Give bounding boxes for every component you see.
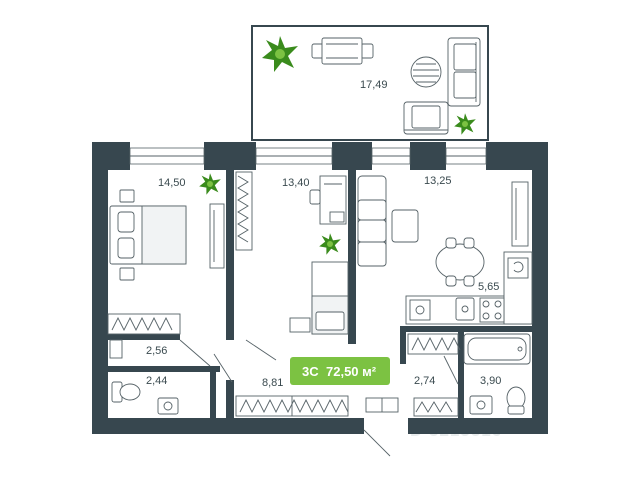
bath-toilet-icon: [506, 386, 526, 415]
toilet-icon: [111, 381, 141, 403]
area-label-bathroom: 3,90: [480, 375, 501, 387]
closet: 2,74: [407, 333, 461, 417]
sofa-icon: [357, 175, 419, 267]
apartment-badge: 3С 72,50 м²: [290, 357, 390, 385]
area-label-balcony: 17,49: [360, 79, 388, 91]
living-room: 13,25: [357, 175, 529, 287]
balcony-table-icon: [311, 37, 374, 65]
plant-icon: [262, 36, 298, 72]
fridge-icon: [507, 257, 529, 279]
bathroom: 3,90: [463, 333, 531, 415]
bedroom: 14,50: [109, 173, 225, 281]
round-table-icon: [410, 56, 442, 88]
balcony: 17,49: [251, 25, 489, 141]
area-label-toilet: 2,44: [146, 375, 167, 387]
bench-icon: [365, 397, 399, 413]
wardrobe: 2,56: [107, 313, 211, 367]
area-label-closet: 2,74: [414, 375, 435, 387]
bed-icon: [109, 189, 187, 281]
kids-bed-icon: [289, 261, 349, 335]
plant-icon: [454, 113, 476, 135]
bathtub-icon: [463, 333, 531, 365]
kitchen: 5,65: [405, 251, 533, 325]
kitchen-sink-icon: [455, 297, 475, 321]
walls: [92, 142, 548, 434]
hallway: 8,81: [213, 339, 399, 457]
stove-icon: [479, 297, 505, 323]
dresser-icon: [209, 203, 225, 269]
area-label-bedroom: 14,50: [158, 177, 186, 189]
plant-icon: [319, 233, 341, 255]
area-label-hallway: 8,81: [262, 377, 283, 389]
balcony-sofa-icon: [447, 37, 481, 107]
badge-rooms: 3С: [302, 364, 319, 379]
area-label-wardrobe: 2,56: [146, 345, 167, 357]
sink-icon: [157, 397, 179, 415]
badge-area: 72,50 м²: [326, 364, 377, 379]
dining-table-icon: [435, 237, 485, 287]
tv-stand-icon: [511, 181, 529, 247]
toilet: 2,44: [111, 375, 179, 415]
bath-sink-icon: [469, 395, 493, 415]
armchair-icon: [403, 101, 449, 135]
dishwasher-icon: [409, 299, 431, 321]
area-label-living-room: 13,25: [424, 175, 452, 187]
shelf-icon: [235, 171, 253, 251]
kids-room: 13,40: [235, 171, 349, 335]
plant-icon: [199, 173, 221, 195]
area-label-kitchen: 5,65: [478, 281, 499, 293]
windows: [129, 147, 487, 165]
desk-icon: [309, 175, 347, 225]
hall-wardrobe-icon: [235, 395, 349, 417]
area-label-kids-room: 13,40: [282, 177, 310, 189]
